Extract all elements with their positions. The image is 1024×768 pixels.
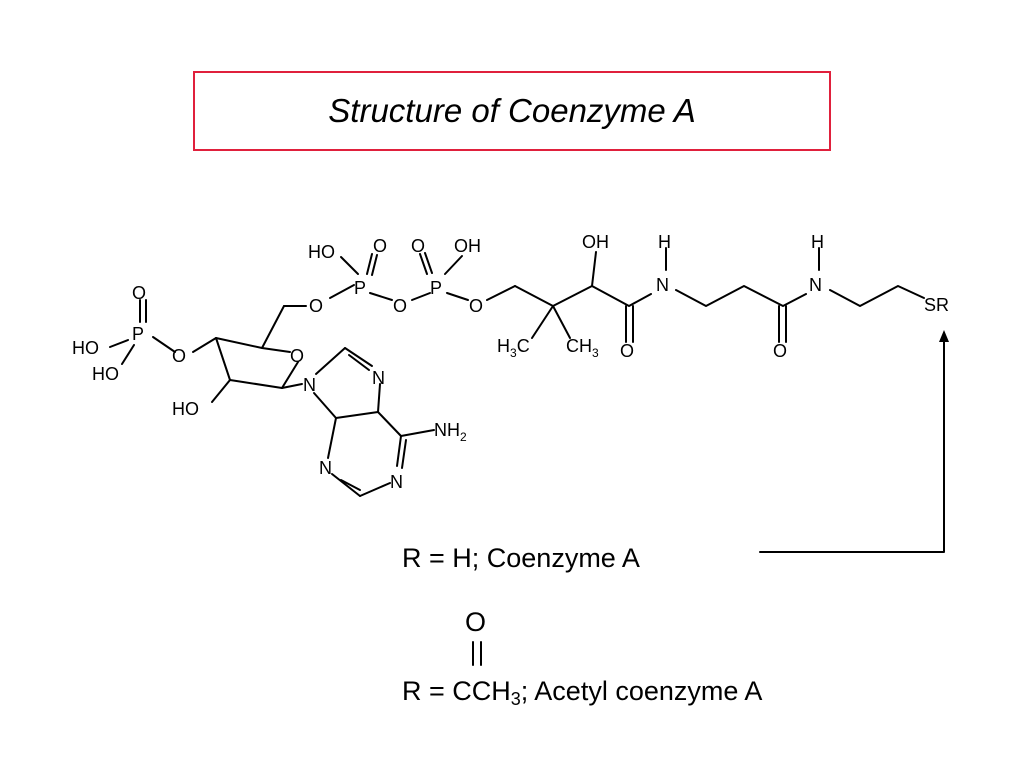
- atom-label-n: N: [809, 275, 822, 295]
- atom-label-o: O: [773, 341, 787, 361]
- atom-label-n: N: [319, 458, 332, 478]
- atom-label-o: O: [132, 283, 146, 303]
- atom-label-o: O: [469, 296, 483, 316]
- atom-label-o: O: [393, 296, 407, 316]
- atom-label-n: N: [656, 275, 669, 295]
- atom-label-ho: HO: [72, 338, 99, 358]
- atom-label-n: N: [372, 368, 385, 388]
- bonds: [109, 247, 949, 666]
- atom-label-ho: HO: [308, 242, 335, 262]
- atom-label-h3c: H3C: [497, 336, 530, 360]
- atom-label-ho: HO: [92, 364, 119, 384]
- atom-label-h: H: [658, 232, 671, 252]
- atom-label-o: O: [309, 296, 323, 316]
- atom-label-ch3: CH3: [566, 336, 599, 360]
- atom-label-o: O: [373, 236, 387, 256]
- atom-label-oh: OH: [454, 236, 481, 256]
- atom-label-o: O: [620, 341, 634, 361]
- caption-acetyl-carbonyl-o: O: [465, 607, 487, 637]
- atom-label-p: P: [354, 278, 366, 298]
- atom-label-nh2: NH2: [434, 420, 467, 444]
- atom-label-p: P: [132, 324, 144, 344]
- atom-label-oh: OH: [582, 232, 609, 252]
- atom-labels: O P HO HO O O HO O HO O P O O OH P O OH …: [72, 232, 949, 492]
- atom-label-o: O: [290, 346, 304, 366]
- atom-label-n: N: [390, 472, 403, 492]
- caption-acetyl-coenzyme-a: R = CCH3; Acetyl coenzyme A: [402, 676, 763, 709]
- atom-label-p: P: [430, 278, 442, 298]
- caption-coenzyme-a: R = H; Coenzyme A: [402, 543, 640, 573]
- atom-label-ho: HO: [172, 399, 199, 419]
- slide-title: Structure of Coenzyme A: [328, 92, 696, 129]
- title-box: Structure of Coenzyme A: [193, 71, 831, 151]
- atom-label-o: O: [172, 346, 186, 366]
- atom-label-n: N: [303, 375, 316, 395]
- atom-label-sr: SR: [924, 295, 949, 315]
- atom-label-h: H: [811, 232, 824, 252]
- atom-label-o: O: [411, 236, 425, 256]
